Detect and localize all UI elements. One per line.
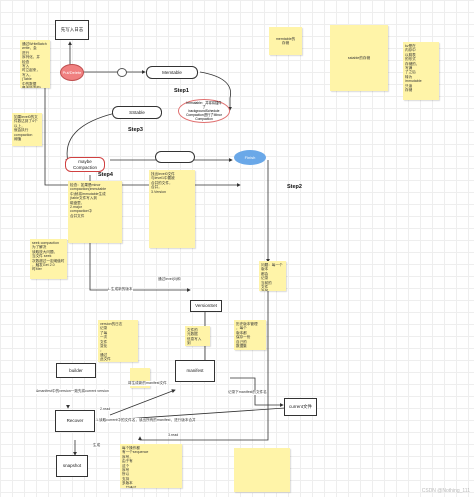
edge-label-current-version: &manifest中的version一致先将current version bbox=[36, 389, 109, 394]
edge-label-new-version: L.生成新的版本 bbox=[108, 287, 133, 292]
edge-label-new-manifest: 将生成新的manifest文件 bbox=[128, 381, 167, 386]
finish-node: Finish bbox=[234, 150, 266, 165]
builder-box: builder bbox=[56, 363, 96, 378]
note-version-metadata: 问题：每一个 版本 都会 记录 当前的 文件 及其 层级 对应的 元数据 以及最… bbox=[259, 261, 286, 291]
compaction-step-box bbox=[155, 151, 195, 163]
edge-label-manifest-name: 记录下manifest的文件名 bbox=[228, 390, 267, 395]
note-kv-skiplist: kv是在 内存中 以跳表 的形式 存储的， 写满 了之后 转为 immutabl… bbox=[403, 42, 439, 100]
sstable-storage-note: sstable的存储 bbox=[330, 25, 388, 91]
memtable-storage-note: memtable的 存储 bbox=[269, 27, 302, 55]
put-delete-node: Put/Delete bbox=[60, 64, 84, 81]
edge-label-generate: 生成 bbox=[93, 443, 101, 448]
step2-label: Step2 bbox=[287, 184, 302, 190]
note-version-log: version的日志 记录 了每 一次 文件 变化 ， 通过 此文件 可以 恢复… bbox=[98, 320, 138, 362]
sstable-box: SStable bbox=[112, 106, 162, 119]
junction-node bbox=[117, 68, 127, 77]
note-file-metadata: 文件的 元数据 信息写入 到 manifest 文件中 bbox=[185, 326, 210, 346]
note-seek-compaction: seek compaction 为了解决 读取放大问题， 当文件 seek 次数… bbox=[30, 239, 67, 279]
manifest-box: manifest bbox=[175, 360, 215, 382]
edge-right-loop bbox=[138, 285, 269, 441]
note-compaction-check: 检查：如果是minor compaction(immutable 中)就将imm… bbox=[68, 181, 122, 243]
watermark: CSDN @Nothing_111 bbox=[421, 488, 470, 494]
recover-box: Recover bbox=[55, 410, 95, 432]
edge-memtable-to-sstable bbox=[199, 71, 232, 111]
note-level0-threshold: 如果level0的文件数达到了4个以上， 就会执行compaction 阈值 bbox=[12, 113, 42, 146]
memtable-box: Memtable bbox=[146, 66, 198, 79]
step4-label: Step4 bbox=[98, 172, 113, 178]
note-writebatch: 通过WriteBatch write，会 进行 序列化，并 检查 写入 时立起来… bbox=[20, 40, 50, 88]
edge-label-level0: 通过level(0)和 bbox=[158, 277, 181, 282]
edge-label-read-current: 1.读取current中的文件名，读出所有的manifest，进行版本合并 bbox=[96, 418, 196, 423]
edge-label-read3: 3.read bbox=[168, 433, 179, 437]
note-sequence: 每个操作都 有一个sequence 序号， 由于有 这个 序号 所以 支持 多版… bbox=[120, 444, 182, 488]
snapshot-box: snapshot bbox=[56, 455, 88, 477]
note-history-versions: 历史版本管理 ，每个 版本都 保存一份 自己的 数据集 bbox=[234, 320, 266, 350]
note-level-merge: 找出level0文件 与level1中要被 合并的文件， 合并， 3.Versi… bbox=[149, 170, 195, 248]
current-file-box: current文件 bbox=[284, 398, 317, 416]
compaction-box: maybe Compaction bbox=[65, 157, 105, 172]
edge-label-read2: 2.read bbox=[100, 407, 111, 411]
edge-recover-to-manifest bbox=[109, 389, 176, 416]
versionset-box: VersionSet bbox=[190, 300, 222, 312]
schedule-node: Immutable：并将将插件 了 backgroundSchedule Com… bbox=[178, 99, 230, 123]
write-log-box: 先写入日志 bbox=[55, 20, 89, 40]
step1-label: Step1 bbox=[174, 88, 189, 94]
step3-label: Step3 bbox=[128, 127, 143, 133]
note-blank-yellow bbox=[234, 448, 290, 492]
edge-sstable-to-compaction bbox=[65, 111, 121, 163]
